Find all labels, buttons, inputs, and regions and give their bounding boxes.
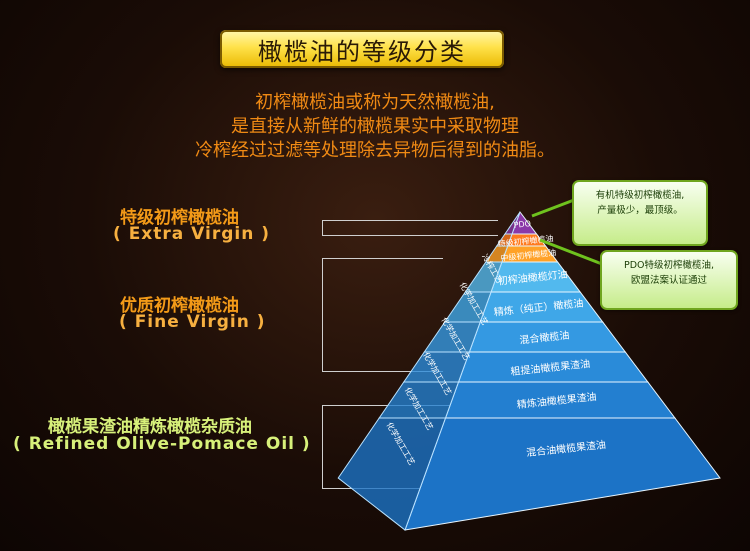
note-pdo-line-1: PDO特级初榨橄榄油, bbox=[623, 260, 715, 271]
note-organic: 有机特级初榨橄榄油, 产量极少，最顶级。 bbox=[572, 180, 708, 246]
connector-organic bbox=[531, 198, 575, 218]
note-pdo: PDO特级初榨橄榄油, 欧盟法案认证通过 bbox=[600, 250, 738, 310]
intro-line-1: 初榨橄榄油或称为天然橄榄油, bbox=[255, 92, 495, 113]
note-pdo-line-2: 欧盟法案认证通过 bbox=[630, 275, 707, 286]
bracket-extra-virgin bbox=[322, 220, 498, 236]
intro-line-3: 冷榨经过过滤等处理除去异物后得到的油脂。 bbox=[195, 140, 555, 161]
bracket-fine-virgin bbox=[322, 258, 443, 372]
grade-pomace-cn: 橄榄果渣油精炼橄榄杂质油 bbox=[48, 417, 252, 437]
note-organic-line-1: 有机特级初榨橄榄油, bbox=[595, 190, 685, 201]
grade-fine-virgin-cn: 优质初榨橄榄油 bbox=[120, 296, 239, 316]
pyramid-level-label-1: PDO bbox=[513, 219, 531, 230]
grade-fine-virgin-en: ( Fine Virgin ) bbox=[119, 312, 266, 332]
intro-line-2: 是直接从新鲜的橄榄果实中采取物理 bbox=[231, 116, 519, 137]
page-title: 橄榄油的等级分类 bbox=[220, 30, 504, 68]
note-organic-line-2: 产量极少，最顶级。 bbox=[597, 205, 683, 216]
pyramid-level-9 bbox=[404, 417, 721, 531]
grade-extra-virgin-cn: 特级初榨橄榄油 bbox=[120, 208, 239, 228]
grade-pomace-en: ( Refined Olive-Pomace Oil ) bbox=[13, 434, 311, 454]
pyramid-level-side-9 bbox=[337, 417, 447, 531]
grade-extra-virgin-en: ( Extra Virgin ) bbox=[113, 224, 271, 244]
title-text: 橄榄油的等级分类 bbox=[258, 37, 466, 66]
connector-pdo bbox=[539, 238, 603, 266]
